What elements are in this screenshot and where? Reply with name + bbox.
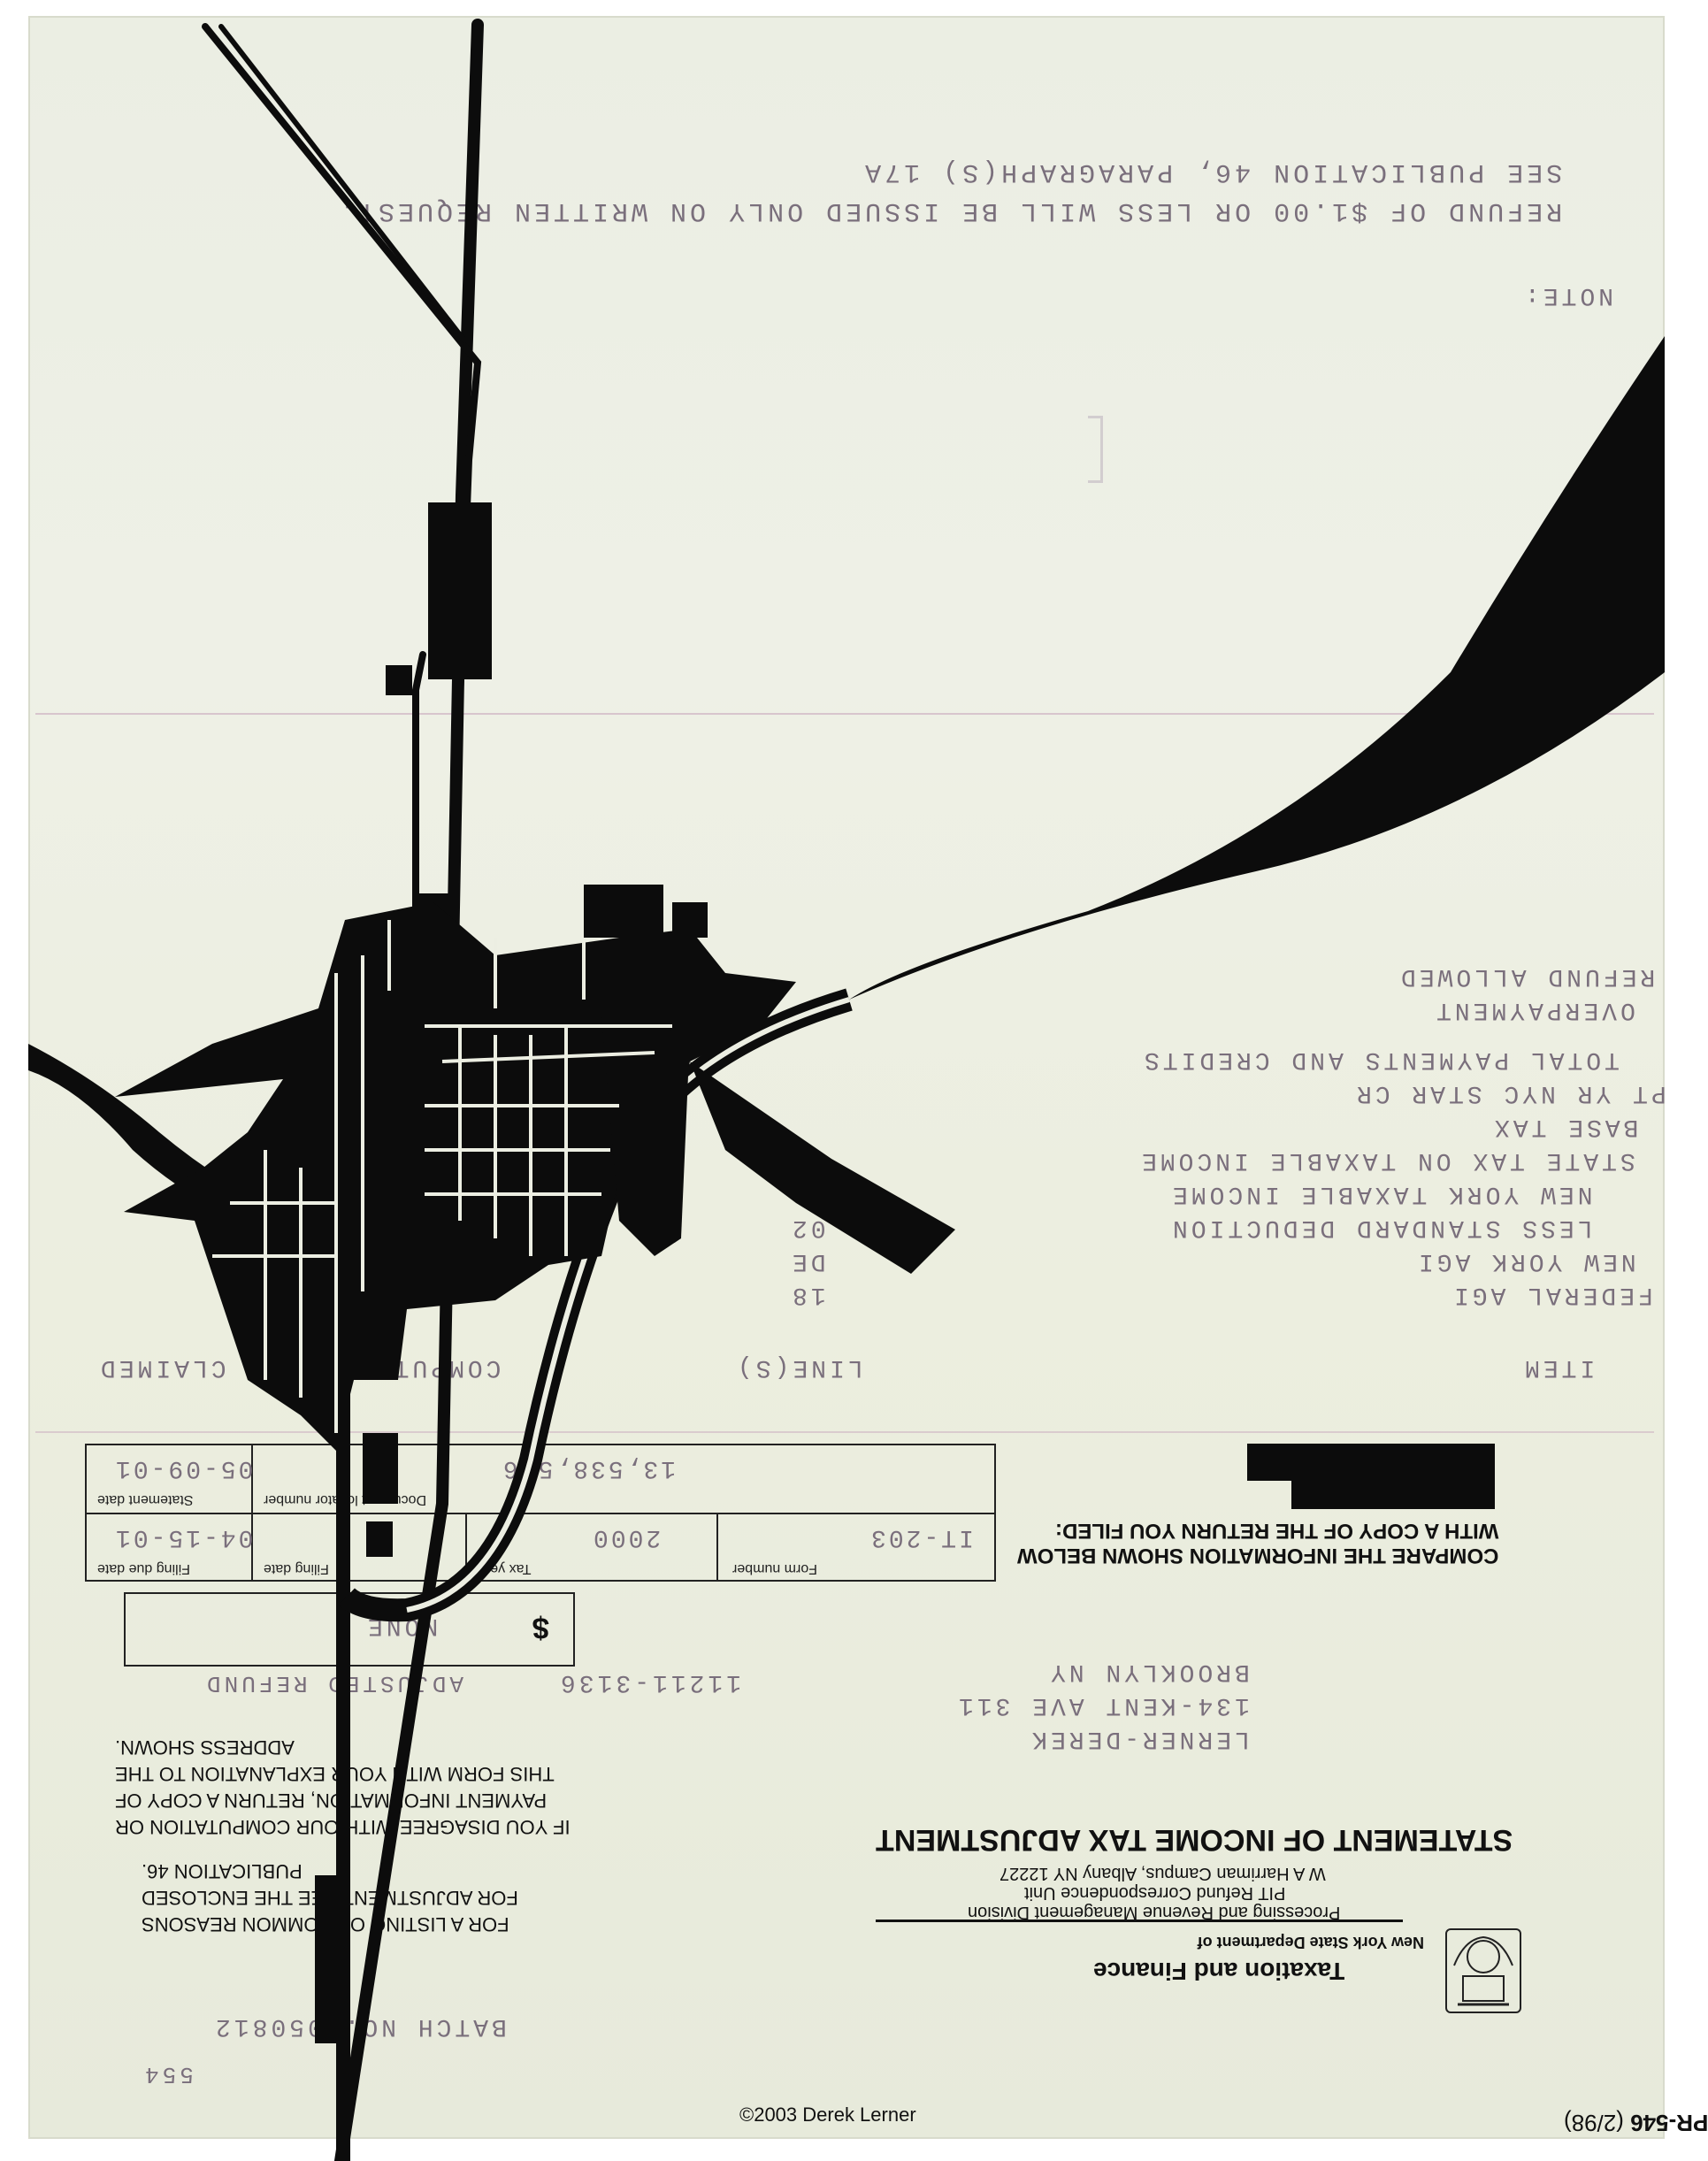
- redaction-bar: [1247, 1444, 1495, 1481]
- ink-grid-lines: [212, 920, 672, 1433]
- title-underline: [876, 1920, 1403, 1922]
- ghost-bracket: [1088, 416, 1103, 483]
- cell-statement-date: Statement date 05-09-01: [85, 1444, 253, 1514]
- ink-curve-inner: [406, 997, 850, 1613]
- ink-sweep-top: [849, 336, 1665, 1000]
- form-rule-line-lower: [35, 1431, 1654, 1433]
- ink-blocks: [115, 502, 955, 2043]
- ink-sweep-left: [28, 1044, 371, 1256]
- form-rule-line: [35, 713, 1654, 715]
- info-table: Form number IT-203 Tax year 2000 Filing …: [85, 1444, 996, 1582]
- copyright: ©2003 Derek Lerner: [739, 2104, 916, 2126]
- state-seal: [1445, 1928, 1521, 2013]
- redaction-bar-lower: [1291, 1479, 1495, 1509]
